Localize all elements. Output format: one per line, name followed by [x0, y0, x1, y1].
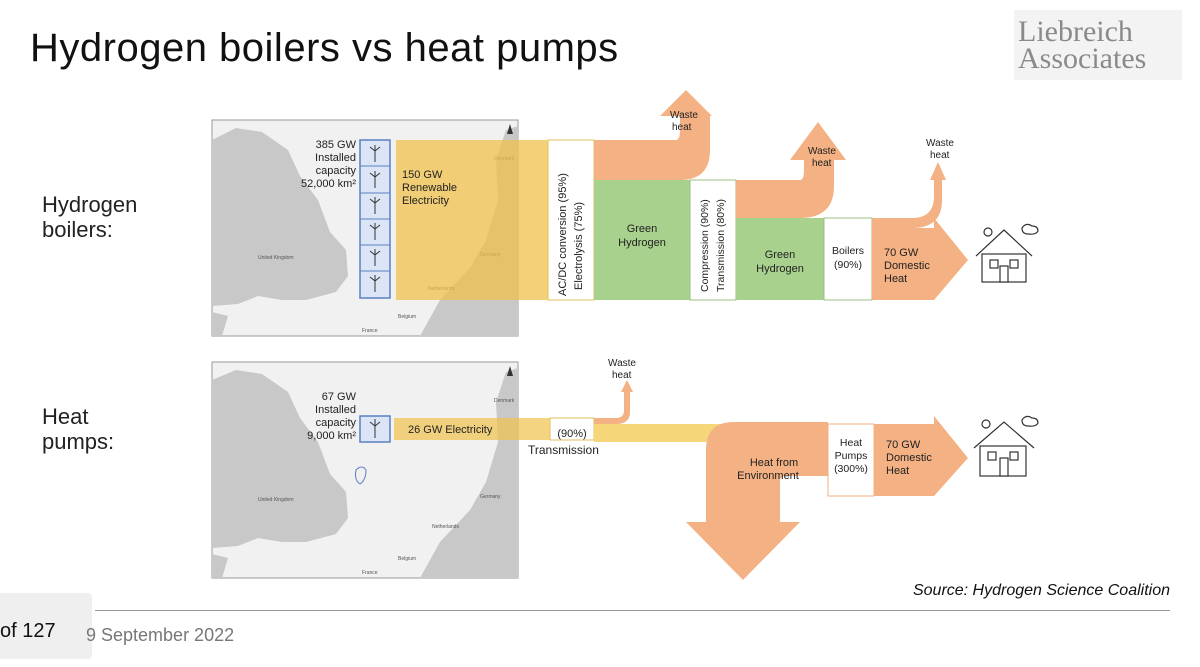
boilers-line1: Boilers — [832, 245, 864, 257]
north-arrow-icon — [507, 124, 513, 134]
hp-output-value: 70 GW — [886, 439, 921, 451]
output-value: 70 GW — [884, 247, 919, 259]
renewable-electricity-block — [396, 140, 548, 300]
map-label-france: France — [362, 328, 378, 334]
heat-pumps-label: Heat pumps: — [42, 404, 114, 454]
hp-capacity-line2: Installed — [315, 404, 356, 416]
waste-heat-3-line2: heat — [930, 150, 950, 161]
green-hydrogen-2-line2: Hydrogen — [756, 263, 804, 275]
hydrogen-label-line2: boilers: — [42, 217, 113, 242]
heatpump-map: United Kingdom Denmark Germany Netherlan… — [211, 361, 519, 579]
transmission-label: Transmission (80%) — [715, 199, 727, 292]
waste-heat-3-line1: Waste — [926, 138, 954, 149]
waste-heat-1-line1: Waste — [670, 110, 698, 121]
hp-capacity-value: 67 GW — [322, 391, 357, 403]
heatpump-label-line2: pumps: — [42, 429, 115, 454]
capacity-line2: Installed — [315, 152, 356, 164]
environment-line2: Environment — [737, 470, 799, 482]
heat-pumps-line3: (300%) — [834, 463, 868, 475]
north-arrow-icon — [507, 366, 513, 376]
heat-from-environment-arrow — [686, 422, 828, 580]
hp-output-line3: Heat — [886, 465, 909, 477]
page-counter-box — [0, 593, 92, 659]
hp-waste-line1: Waste — [608, 358, 636, 369]
output-line2: Domestic — [884, 260, 930, 272]
wind-turbine-icon — [369, 249, 381, 266]
logo-line-2: Associates — [1018, 42, 1147, 75]
hp-waste-line2: heat — [612, 370, 632, 381]
electricity-label: 26 GW Electricity — [408, 424, 493, 436]
renewable-line3: Electricity — [402, 195, 450, 207]
wind-turbine-icon — [369, 145, 381, 162]
liebreich-associates-logo: Liebreich Associates — [1014, 10, 1182, 80]
heat-pumps-line2: Pumps — [835, 450, 868, 462]
waste-heat-arrow-1 — [594, 90, 712, 180]
waste-heat-2-line1: Waste — [808, 146, 836, 157]
hp-capacity-area: 9,000 km² — [307, 430, 356, 442]
green-hydrogen-2-line1: Green — [765, 249, 796, 261]
slide-title: Hydrogen boilers vs heat pumps — [30, 26, 619, 70]
map-label-denmark-2: Denmark — [494, 398, 515, 404]
map-label-belgium-2: Belgium — [398, 556, 416, 562]
boilers-box — [823, 217, 873, 301]
boilers-line2: (90%) — [834, 259, 862, 271]
heat-pumps-line1: Heat — [840, 437, 862, 449]
heatpump-capacity-text: 67 GW Installed capacity 9,000 km² — [307, 391, 357, 442]
domestic-heat-arrow-hydrogen — [872, 218, 968, 300]
wind-turbine-icon — [369, 223, 381, 240]
wind-turbine-icon — [369, 171, 381, 188]
compression-label: Compression (90%) — [699, 199, 711, 292]
wind-turbine-column — [359, 139, 391, 299]
wind-turbine-icon — [369, 419, 381, 438]
renewable-value: 150 GW — [402, 169, 443, 181]
footer-date: 9 September 2022 — [86, 625, 235, 645]
conversion-label: AC/DC conversion (95%) — [557, 173, 569, 296]
wind-turbine-single — [359, 415, 391, 443]
environment-line1: Heat from — [750, 457, 798, 469]
source-note: Source: Hydrogen Science Coalition — [912, 582, 1170, 599]
green-hydrogen-1-line1: Green — [627, 223, 658, 235]
electricity-band — [394, 418, 550, 440]
capacity-area: 52,000 km² — [301, 178, 356, 190]
page-counter: of 127 — [0, 620, 56, 642]
wind-turbine-icon — [369, 197, 381, 214]
house-icon — [975, 223, 1039, 283]
green-hydrogen-block-2 — [736, 218, 824, 300]
electrolysis-label: Electrolysis (75%) — [573, 202, 585, 290]
hydrogen-label-line1: Hydrogen — [42, 192, 138, 217]
transmission-label-hp: Transmission — [528, 443, 599, 457]
logo-line-1: Liebreich — [1018, 15, 1133, 48]
hydrogen-capacity-text: 385 GW Installed capacity 52,000 km² — [301, 139, 357, 190]
conversion-box — [547, 139, 595, 301]
compression-box — [689, 179, 737, 301]
heatpump-label-line1: Heat — [42, 404, 89, 429]
map-label-belgium: Belgium — [398, 314, 416, 320]
waste-heat-arrow-hp — [594, 380, 633, 424]
waste-heat-arrow-2 — [736, 122, 846, 218]
map-label-france-2: France — [362, 570, 378, 576]
output-line3: Heat — [884, 273, 907, 285]
hp-output-line2: Domestic — [886, 452, 932, 464]
renewable-line2: Renewable — [402, 182, 457, 194]
green-hydrogen-block-1 — [594, 180, 690, 300]
capacity-value: 385 GW — [316, 139, 357, 151]
footer-divider — [95, 610, 1170, 611]
map-label-uk-2: United Kingdom — [258, 497, 294, 503]
domestic-heat-arrow-heatpump — [874, 416, 968, 496]
capacity-line3: capacity — [316, 165, 357, 177]
hp-capacity-line3: capacity — [316, 417, 357, 429]
waste-heat-1-line2: heat — [672, 122, 692, 133]
hydrogen-boilers-label: Hydrogen boilers: — [42, 192, 137, 242]
map-label-netherlands-2: Netherlands — [432, 524, 459, 530]
wind-turbine-icon — [369, 275, 381, 292]
waste-heat-arrow-3 — [872, 162, 946, 228]
house-icon — [973, 415, 1039, 477]
map-label-germany-2: Germany — [480, 494, 501, 500]
transmission-pct: (90%) — [557, 428, 586, 440]
map-label-uk: United Kingdom — [258, 255, 294, 261]
green-hydrogen-1-line2: Hydrogen — [618, 237, 666, 249]
waste-heat-2-line2: heat — [812, 158, 832, 169]
